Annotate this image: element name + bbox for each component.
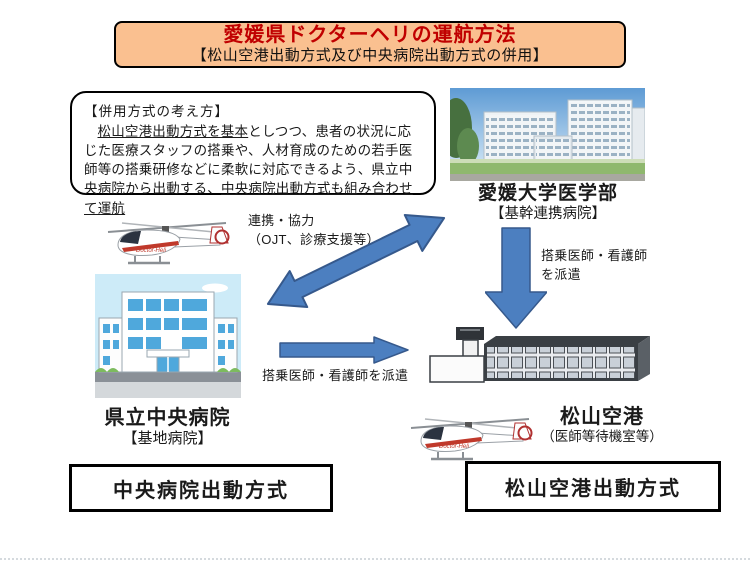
central-hospital-caption: 県立中央病院 【基地病院】 [60,406,275,448]
doctor-helicopter-icon: Doctor-Heli [107,222,230,265]
diagram-title: 愛媛県ドクターヘリの運航方法 [223,24,517,47]
university-role: 【基幹連携病院】 [490,205,606,222]
note-body: 松山空港出動方式を基本としつつ、患者の状況に応じた医療スタッフの搭乗や、人材育成… [84,122,422,218]
dispatch-down-arrow [485,227,547,329]
cooperation-double-arrow [266,213,446,309]
university-hospital-photo [450,88,645,181]
method-box-central-hospital: 中央病院出動方式 [69,464,333,512]
university-caption: 愛媛大学医学部 【基幹連携病院】 [430,183,666,223]
note-underlined-2: 中央病院出動方式も組み合わせて運航 [84,181,413,216]
central-hospital-illustration [95,274,241,398]
svg-text:Doctor-Heli: Doctor-Heli [439,444,470,450]
dispatch-down-line2: を派遣 [541,266,581,282]
university-name: 愛媛大学医学部 [477,183,618,204]
method-box-airport: 松山空港出動方式 [465,461,721,512]
central-hospital-role: 【基地病院】 [122,430,213,447]
title-box: 愛媛県ドクターヘリの運航方法 【松山空港出動方式及び中央病院出動方式の併用】 [114,21,626,68]
doctor-helicopter-icon: Doctor-Heli [410,418,533,461]
dispatch-down-line1: 搭乗医師・看護師 [541,248,648,263]
note-heading: 【併用方式の考え方】 [84,104,229,119]
airport-illustration [429,327,650,383]
airport-caption: 松山空港 （医師等待機室等） [522,405,682,445]
dispatch-right-label: 搭乗医師・看護師を派遣 [262,368,409,383]
page-bottom-edge [0,558,750,560]
method-airport-label: 松山空港出動方式 [505,478,681,500]
cooperation-line1: 連携・協力 [248,213,315,228]
airport-role: （医師等待機室等） [541,429,663,444]
diagram-subtitle: 【松山空港出動方式及び中央病院出動方式の併用】 [191,47,549,65]
note-underlined-1: 松山空港出動方式を基本 [97,124,249,139]
central-hospital-name: 県立中央病院 [104,407,231,429]
cooperation-line2: （OJT、診療支援等） [248,231,380,247]
cooperation-label: 連携・協力 （OJT、診療支援等） [248,212,380,250]
note-middle: としつつ、患者の状況に応じた医療スタッフの搭乗や、人材育成のための若手医師等の搭… [84,124,413,197]
svg-text:Doctor-Heli: Doctor-Heli [136,248,167,254]
dispatch-right-arrow [279,336,409,364]
method-central-hospital-label: 中央病院出動方式 [113,479,289,502]
airport-name: 松山空港 [560,406,644,428]
dispatch-down-label: 搭乗医師・看護師 を派遣 [541,247,647,285]
concept-note-box: 【併用方式の考え方】 松山空港出動方式を基本としつつ、患者の状況に応じた医療スタ… [70,91,436,216]
